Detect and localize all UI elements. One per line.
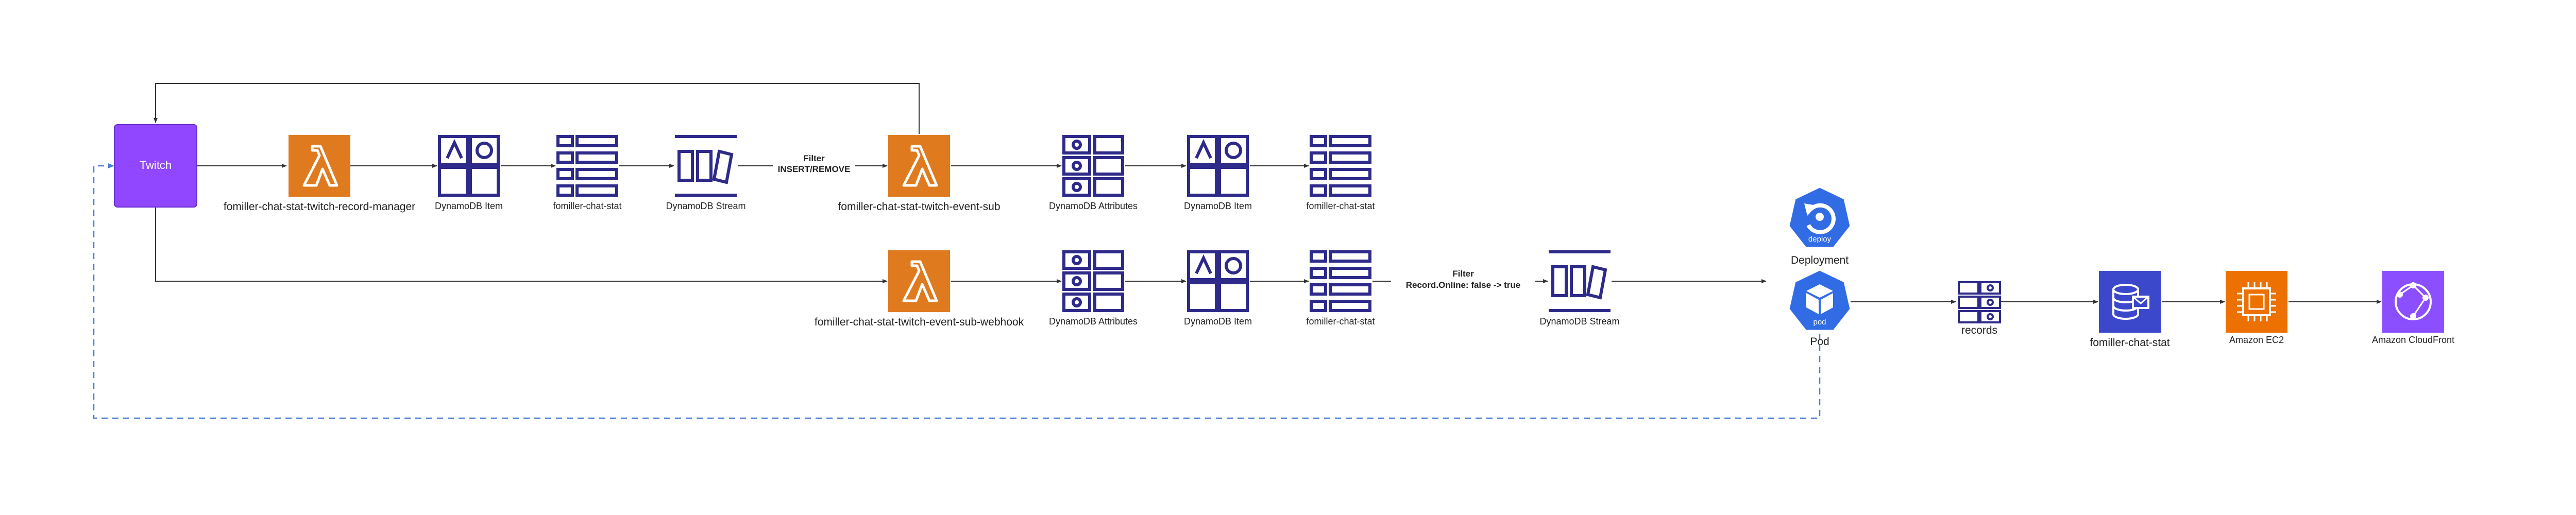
twitch-node[interactable]: Twitch xyxy=(114,124,197,208)
edge-event-sub-loop-to-twitch xyxy=(154,83,920,134)
lambda-icon xyxy=(888,250,950,312)
attributes-2-label: DynamoDB Attributes xyxy=(1049,316,1138,327)
webhook-label: fomiller-chat-stat-twitch-event-sub-webh… xyxy=(815,316,1024,328)
table-1-label: fomiller-chat-stat xyxy=(553,201,621,211)
dynamodb-table-icon xyxy=(556,135,618,197)
dynamodb-stream-1[interactable]: DynamoDB Stream xyxy=(666,135,746,211)
deploy-badge: deploy xyxy=(1808,235,1832,244)
deployment-label: Deployment xyxy=(1791,254,1849,266)
dynamodb-table-1[interactable]: fomiller-chat-stat xyxy=(553,135,622,211)
dynamodb-table-3[interactable]: fomiller-chat-stat xyxy=(1306,250,1375,327)
records-label: records xyxy=(1961,324,1997,336)
twitch-label: Twitch xyxy=(140,159,172,171)
aurora-database[interactable]: fomiller-chat-stat xyxy=(2090,271,2170,349)
event-sub-label: fomiller-chat-stat-twitch-event-sub xyxy=(838,201,1000,213)
dynamodb-stream-icon xyxy=(675,135,737,197)
record-manager-label: fomiller-chat-stat-twitch-record-manager xyxy=(224,201,415,213)
dynamodb-item-1[interactable]: DynamoDB Item xyxy=(435,135,503,211)
stream-2-label: DynamoDB Stream xyxy=(1539,316,1619,327)
ec2-label: Amazon EC2 xyxy=(2229,335,2284,345)
dynamodb-table-icon xyxy=(1310,250,1371,312)
dynamodb-table-2[interactable]: fomiller-chat-stat xyxy=(1306,135,1375,211)
dynamodb-table-icon xyxy=(1310,135,1371,197)
lambda-icon xyxy=(289,135,350,197)
dynamodb-item-3[interactable]: DynamoDB Item xyxy=(1184,250,1252,327)
pod-badge: pod xyxy=(1813,318,1826,327)
dynamodb-item-icon xyxy=(438,135,500,197)
k8s-pod-icon: pod xyxy=(1788,269,1852,332)
table-2-label: fomiller-chat-stat xyxy=(1306,201,1375,211)
dynamodb-item-2[interactable]: DynamoDB Item xyxy=(1184,135,1252,211)
cloudfront-icon xyxy=(2382,271,2444,333)
k8s-deploy-icon: deploy xyxy=(1788,186,1852,249)
dynamodb-item-icon xyxy=(1187,250,1249,312)
dynamodb-stream-2[interactable]: DynamoDB Stream xyxy=(1539,250,1620,327)
cloudfront-label: Amazon CloudFront xyxy=(2372,335,2454,345)
lambda-event-sub[interactable]: fomiller-chat-stat-twitch-event-sub xyxy=(838,135,1001,213)
dynamodb-attributes-icon xyxy=(1062,135,1124,197)
dynamodb-item-icon xyxy=(1187,135,1249,197)
dynamodb-attributes-2[interactable]: DynamoDB Attributes xyxy=(1049,250,1138,327)
dynamodb-attributes-icon xyxy=(1062,250,1124,312)
k8s-pod[interactable]: pod Pod xyxy=(1788,269,1852,348)
filter-2-title: Filter xyxy=(1452,269,1474,279)
edge-twitch-to-webhook xyxy=(155,207,888,283)
filter-label-1: Filter INSERT/REMOVE xyxy=(773,152,855,176)
item-1-label: DynamoDB Item xyxy=(435,201,503,211)
stream-1-label: DynamoDB Stream xyxy=(666,201,745,211)
filter-1-rule: INSERT/REMOVE xyxy=(778,164,851,174)
item-3-label: DynamoDB Item xyxy=(1184,316,1252,327)
ec2-node[interactable]: Amazon EC2 xyxy=(2226,271,2287,345)
lambda-webhook[interactable]: fomiller-chat-stat-twitch-event-sub-webh… xyxy=(815,250,1024,328)
filter-2-rule: Record.Online: false -> true xyxy=(1406,280,1520,290)
dynamodb-attributes-1[interactable]: DynamoDB Attributes xyxy=(1049,135,1138,211)
attributes-1-label: DynamoDB Attributes xyxy=(1049,201,1138,211)
lambda-icon xyxy=(888,135,950,197)
pod-label: Pod xyxy=(1810,336,1829,348)
edge-pod-feedback-to-twitch xyxy=(93,163,1821,419)
filter-1-title: Filter xyxy=(803,153,825,163)
dynamodb-stream-icon xyxy=(1549,250,1611,312)
lambda-record-manager[interactable]: fomiller-chat-stat-twitch-record-manager xyxy=(224,135,415,213)
filter-label-2: Filter Record.Online: false -> true xyxy=(1391,267,1535,293)
ec2-icon xyxy=(2226,271,2287,333)
table-3-label: fomiller-chat-stat xyxy=(1306,316,1375,327)
records-icon xyxy=(1958,281,2001,323)
database-icon xyxy=(2099,271,2161,333)
item-2-label: DynamoDB Item xyxy=(1184,201,1252,211)
cloudfront-node[interactable]: Amazon CloudFront xyxy=(2372,271,2454,345)
records-node[interactable]: records xyxy=(1958,281,2001,336)
k8s-deployment[interactable]: deploy Deployment xyxy=(1788,186,1852,266)
aurora-label: fomiller-chat-stat xyxy=(2090,337,2170,349)
